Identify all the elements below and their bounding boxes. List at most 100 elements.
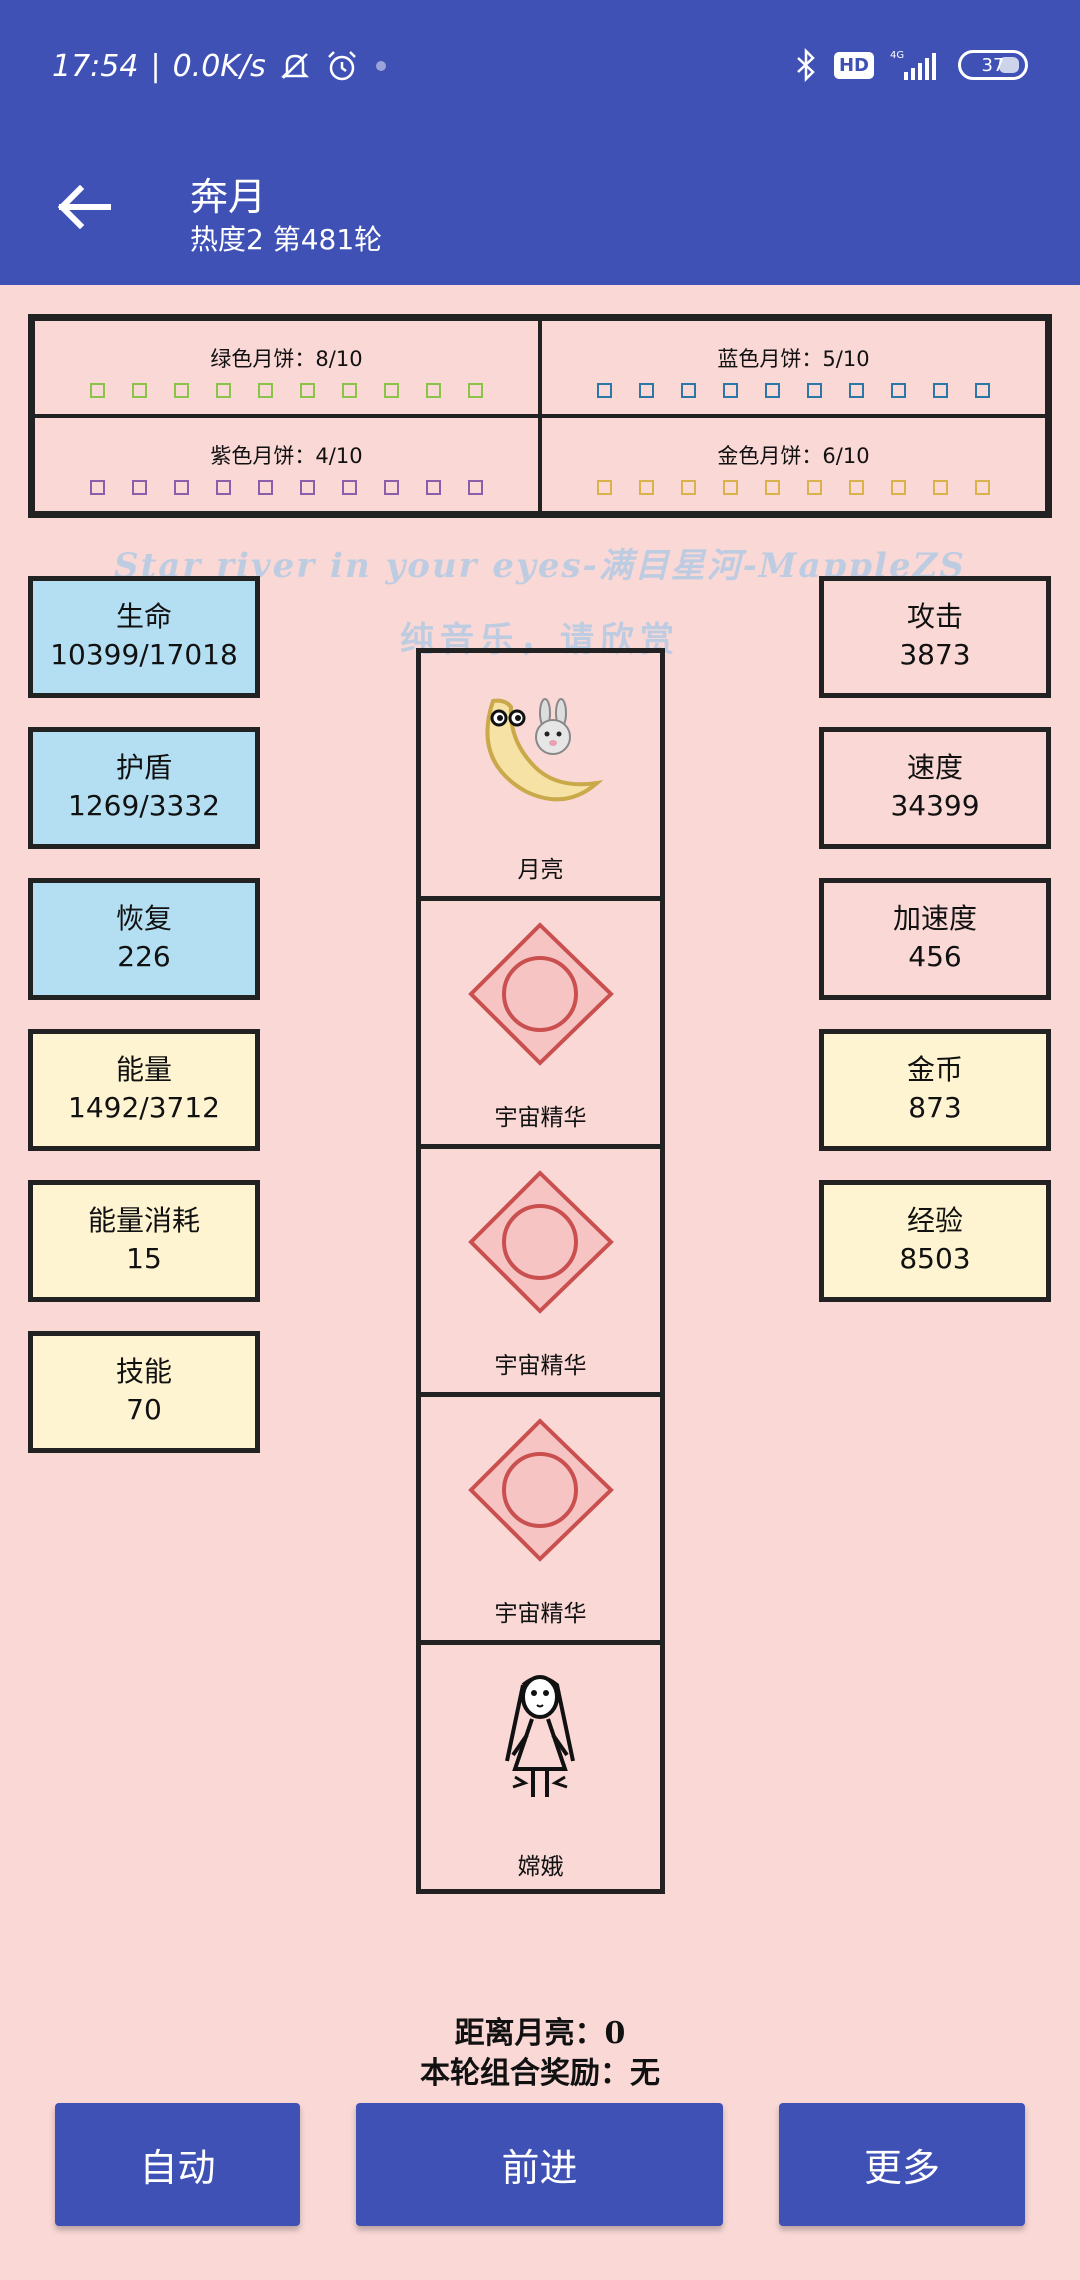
stat-name: 金币 [906, 1053, 963, 1086]
mooncake-squares [35, 383, 538, 398]
stat-recovery: 恢复 226 [28, 878, 260, 1000]
svg-text:4G: 4G [890, 50, 904, 61]
mooncake-slot [174, 383, 189, 398]
track-cell-player: 嫦娥 [421, 1645, 660, 1893]
stat-experience: 经验 8503 [819, 1180, 1051, 1302]
stat-name: 经验 [906, 1204, 963, 1237]
stat-name: 能量消耗 [87, 1204, 200, 1237]
stat-value: 1269/3332 [68, 789, 220, 822]
mooncake-slot [426, 383, 441, 398]
track-cell-label: 宇宙精华 [494, 1105, 587, 1131]
journey-track: 月亮 宇宙精华 宇宙精华 宇宙精华 [416, 648, 665, 1894]
mooncake-label: 绿色月饼：8/10 [210, 347, 363, 371]
mooncake-slot [342, 480, 357, 495]
mooncake-green: 绿色月饼：8/10 [33, 319, 540, 416]
cosmic-essence-icon [468, 922, 614, 1066]
stat-name: 护盾 [115, 751, 172, 784]
page-subtitle: 热度2 第481轮 [190, 223, 383, 256]
page-title: 奔月 [190, 175, 267, 219]
mooncake-slot [90, 480, 105, 495]
mooncake-slot [132, 480, 147, 495]
app-bar: 17:54 | 0.0K/s HD 4G 37 [0, 0, 1080, 285]
mooncake-slot [765, 383, 780, 398]
stat-health: 生命 10399/17018 [28, 576, 260, 698]
stat-energy-cost: 能量消耗 15 [28, 1180, 260, 1302]
mooncake-slot [681, 383, 696, 398]
stat-energy: 能量 1492/3712 [28, 1029, 260, 1151]
mooncake-slot [90, 383, 105, 398]
mooncake-slot [933, 383, 948, 398]
mooncake-gold: 金色月饼：6/10 [540, 416, 1047, 513]
mooncake-squares [542, 383, 1045, 398]
stat-value: 15 [126, 1242, 162, 1275]
stat-name: 速度 [906, 751, 963, 784]
stat-name: 生命 [115, 600, 172, 633]
mooncake-label: 蓝色月饼：5/10 [717, 347, 870, 371]
stat-name: 攻击 [906, 600, 963, 633]
more-button[interactable]: 更多 [779, 2103, 1025, 2226]
track-cell-essence: 宇宙精华 [421, 1397, 660, 1645]
stat-value: 3873 [899, 638, 971, 671]
watermark-line-2: 纯音乐，请欣赏 [400, 620, 680, 660]
notification-dot-icon [372, 57, 390, 75]
mooncake-squares [35, 480, 538, 495]
mooncake-slot [639, 480, 654, 495]
auto-button[interactable]: 自动 [55, 2103, 300, 2226]
mooncake-slot [597, 383, 612, 398]
mooncake-panel: 绿色月饼：8/10 蓝色月饼：5/10 紫色月饼：4/10 金色月饼：6/10 [28, 314, 1052, 518]
mooncake-slot [342, 383, 357, 398]
track-cell-essence: 宇宙精华 [421, 901, 660, 1149]
distance-text: 距离月亮：0 [454, 2016, 626, 2051]
mooncake-slot [639, 383, 654, 398]
battery-level: 37 [981, 54, 1005, 76]
mooncake-slot [468, 480, 483, 495]
stat-name: 恢复 [115, 902, 172, 935]
stat-value: 70 [126, 1393, 162, 1426]
track-cell-essence: 宇宙精华 [421, 1149, 660, 1397]
stat-name: 能量 [115, 1053, 172, 1086]
stat-speed: 速度 34399 [819, 727, 1051, 849]
mooncake-slot [765, 480, 780, 495]
mooncake-slot [807, 480, 822, 495]
mooncake-slot [723, 383, 738, 398]
mooncake-slot [384, 383, 399, 398]
stat-value: 34399 [890, 789, 980, 822]
status-bar: 17:54 | 0.0K/s HD 4G 37 [52, 48, 1028, 92]
battery-icon: 37 [958, 50, 1028, 80]
mooncake-slot [174, 480, 189, 495]
stat-acceleration: 加速度 456 [819, 878, 1051, 1000]
mooncake-slot [300, 480, 315, 495]
mute-bell-icon [278, 49, 312, 83]
mooncake-slot [426, 480, 441, 495]
change-figure-icon [505, 1675, 575, 1797]
mooncake-slot [807, 383, 822, 398]
cosmic-essence-icon [468, 1418, 614, 1562]
stat-value: 8503 [899, 1242, 971, 1275]
status-net-speed: 0.0K/s [172, 48, 266, 84]
mooncake-slot [849, 480, 864, 495]
alarm-clock-icon [324, 48, 360, 84]
mooncake-label: 紫色月饼：4/10 [210, 444, 363, 468]
track-cell-label: 宇宙精华 [494, 1601, 587, 1627]
stat-value: 10399/17018 [50, 638, 238, 671]
mooncake-slot [891, 383, 906, 398]
track-cell-moon: 月亮 [421, 653, 660, 901]
stat-skill: 技能 70 [28, 1331, 260, 1453]
mooncake-slot [597, 480, 612, 495]
mooncake-purple: 紫色月饼：4/10 [33, 416, 540, 513]
arrow-left-icon [57, 184, 111, 230]
back-button[interactable] [56, 184, 112, 230]
stat-value: 873 [908, 1091, 962, 1124]
mooncake-slot [723, 480, 738, 495]
stat-name: 加速度 [892, 902, 977, 935]
reward-text: 本轮组合奖励：无 [420, 2056, 660, 2091]
mooncake-slot [975, 383, 990, 398]
mooncake-slot [849, 383, 864, 398]
stat-value: 456 [908, 940, 962, 973]
forward-button[interactable]: 前进 [356, 2103, 723, 2226]
bluetooth-icon [794, 48, 818, 82]
stat-shield: 护盾 1269/3332 [28, 727, 260, 849]
status-time: 17:54 [52, 48, 139, 84]
mooncake-slot [216, 383, 231, 398]
mooncake-slot [933, 480, 948, 495]
